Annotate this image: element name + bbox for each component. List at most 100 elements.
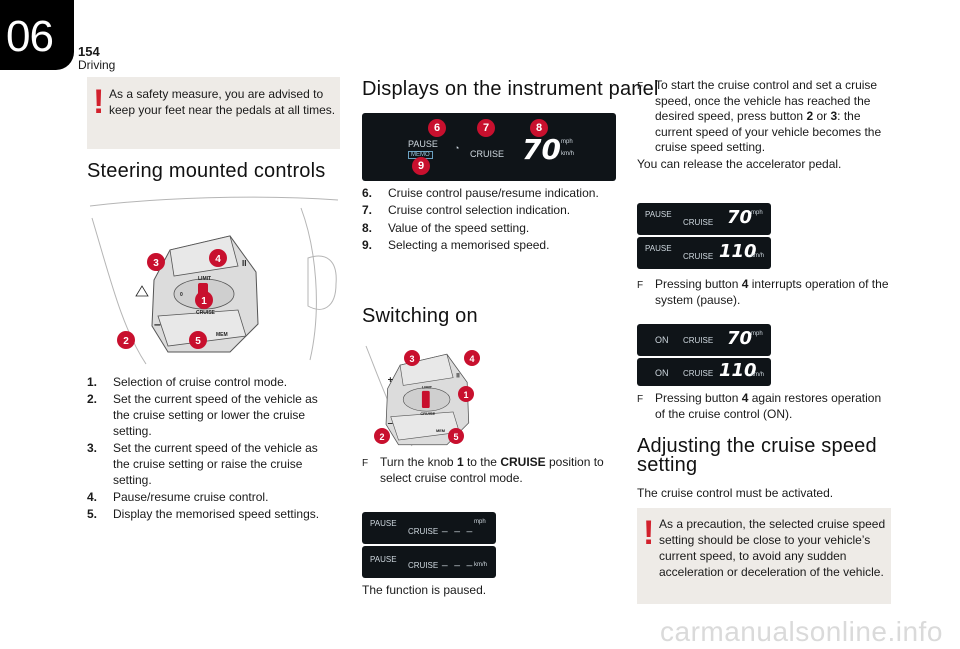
adjust-activation-text: The cruise control must be activated.	[637, 486, 834, 500]
svg-text:1: 1	[463, 390, 468, 400]
list-item: 7.Cruise control selection indication.	[362, 203, 571, 217]
instrument-panel-screen: PAUSE MEMO ◔ CRUISE 70 mph km/h 6 7 8 9	[362, 113, 616, 181]
safety-warning-box: ! As a safety measure, you are advised t…	[87, 77, 340, 149]
mem-label: MEM	[216, 332, 228, 338]
watermark: carmanualsonline.info	[660, 616, 943, 647]
callout-1: 1	[458, 386, 474, 402]
callout-2: 2	[374, 428, 390, 444]
warning-icon: !	[643, 514, 655, 552]
off-label: 0	[180, 292, 183, 298]
callout-7: 7	[477, 119, 495, 137]
instruction-text: To start the cruise control and set a cr…	[655, 78, 882, 154]
unit-kmh: km/h	[561, 151, 575, 157]
paused-screen-mph: PAUSE CRUISE _ _ _ mph	[362, 512, 496, 544]
item-number: 2.	[87, 392, 98, 406]
chapter-badge: 06	[0, 0, 74, 70]
svg-text:5: 5	[453, 432, 458, 442]
speed-limiter-icon	[135, 285, 149, 297]
precaution-warning-text: As a precaution, the selected cruise spe…	[659, 517, 886, 579]
displays-heading: Displays on the instrument panel	[362, 78, 659, 100]
pause-label: II	[242, 259, 246, 268]
callout-8: 8	[530, 119, 548, 137]
callout-9: 9	[412, 157, 430, 175]
item-text: Display the memorised speed settings.	[113, 507, 320, 521]
turn-knob-instruction: F Turn the knob 1 to the CRUISE position…	[362, 455, 604, 486]
steering-controls-illustration-small: LIMIT CRUISE + – II MEM 3 4 1 2 5	[365, 345, 480, 447]
callout-label: 2	[123, 336, 129, 347]
unit-mph: mph	[561, 139, 573, 145]
switching-on-heading: Switching on	[362, 305, 478, 327]
safety-warning-text: As a safety measure, you are advised to …	[109, 86, 335, 118]
resume-instruction: F Pressing button 4 again restores opera…	[637, 391, 882, 421]
steering-wheel-outline	[89, 196, 339, 207]
list-item: 3. Set the current speed of the vehicle …	[87, 440, 318, 488]
minus-label: –	[388, 418, 393, 428]
list-item: 6.Cruise control pause/resume indication…	[362, 186, 599, 200]
callout-label: 3	[153, 258, 159, 269]
steering-controls-heading: Steering mounted controls	[87, 160, 326, 182]
warning-line: keep your feet near the pedals at all ti…	[109, 103, 336, 117]
limit-label: LIMIT	[422, 385, 433, 390]
list-item: 9.Selecting a memorised speed.	[362, 238, 550, 252]
warning-line: As a safety measure, you are advised to	[109, 87, 324, 101]
callout-2: 2	[117, 331, 135, 349]
minus-label: –	[154, 317, 161, 331]
paused-screen-kmh: PAUSE CRUISE _ _ _ km/h	[362, 546, 496, 578]
on-screen-mph: ON CRUISE 70 mph	[637, 324, 771, 356]
page-number: 154	[78, 44, 100, 59]
instruction-text: Turn the knob 1 to the CRUISE position t…	[380, 455, 604, 485]
item-number: 3.	[87, 441, 98, 455]
bullet-icon: F	[362, 458, 369, 469]
svg-text:2: 2	[379, 432, 384, 442]
callout-3: 3	[404, 350, 420, 366]
pause-label: II	[456, 373, 460, 380]
mem-label: MEM	[436, 428, 445, 433]
list-item: 1. Selection of cruise control mode.	[87, 374, 287, 390]
item-number: 1.	[87, 375, 98, 389]
callout-1: 1	[195, 291, 213, 309]
warning-icon: !	[93, 83, 105, 121]
set-screen-mph: PAUSE CRUISE 70 mph	[637, 203, 771, 235]
callout-label: 4	[215, 254, 221, 265]
paused-caption: The function is paused.	[362, 583, 487, 597]
item-text: Selection of cruise control mode.	[113, 375, 288, 389]
callout-4: 4	[464, 350, 480, 366]
cruise-icon: ◔	[454, 143, 460, 153]
on-screen-kmh: ON CRUISE 110 km/h	[637, 358, 771, 386]
adjusting-speed-heading: Adjusting the cruise speed setting	[637, 435, 877, 476]
callout-label: 5	[195, 336, 201, 347]
callout-3: 3	[147, 253, 165, 271]
svg-text:3: 3	[409, 354, 414, 364]
cruise-label: CRUISE	[196, 310, 216, 316]
pause-indicator: PAUSE	[408, 139, 438, 149]
chapter-number: 06	[6, 12, 54, 61]
callout-6: 6	[428, 119, 446, 137]
instruction-text: Pressing button 4 interrupts operation o…	[655, 277, 889, 307]
callout-label: 1	[201, 296, 207, 307]
plus-label: +	[388, 374, 394, 384]
start-cruise-instruction: F To start the cruise control and set a …	[637, 78, 882, 154]
list-item: 5. Display the memorised speed settings.	[87, 506, 319, 522]
release-pedal-text: You can release the accelerator pedal.	[637, 157, 842, 171]
section-name: Driving	[78, 58, 116, 72]
item-number: 5.	[87, 507, 98, 521]
callout-5: 5	[189, 331, 207, 349]
limit-label: LIMIT	[198, 276, 211, 282]
item-text: Pause/resume cruise control.	[113, 490, 269, 504]
svg-text:4: 4	[469, 354, 474, 364]
list-item: 2. Set the current speed of the vehicle …	[87, 391, 318, 439]
speed-value: 70	[522, 133, 561, 166]
instruction-text: Pressing button 4 again restores operati…	[655, 391, 882, 421]
item-number: 4.	[87, 490, 98, 504]
callout-4: 4	[209, 249, 227, 267]
list-item: 8.Value of the speed setting.	[362, 221, 530, 235]
callout-5: 5	[448, 428, 464, 444]
cruise-indicator: CRUISE	[470, 149, 505, 159]
list-item: 4. Pause/resume cruise control.	[87, 489, 268, 505]
set-screen-kmh: PAUSE CRUISE 110 km/h	[637, 237, 771, 269]
steering-controls-illustration: LIMIT CRUISE 0 + – II MEM 3 4 1 2 5	[89, 196, 339, 365]
pause-instruction: F Pressing button 4 interrupts operation…	[637, 277, 889, 307]
precaution-warning-box: ! As a precaution, the selected cruise s…	[637, 508, 891, 604]
